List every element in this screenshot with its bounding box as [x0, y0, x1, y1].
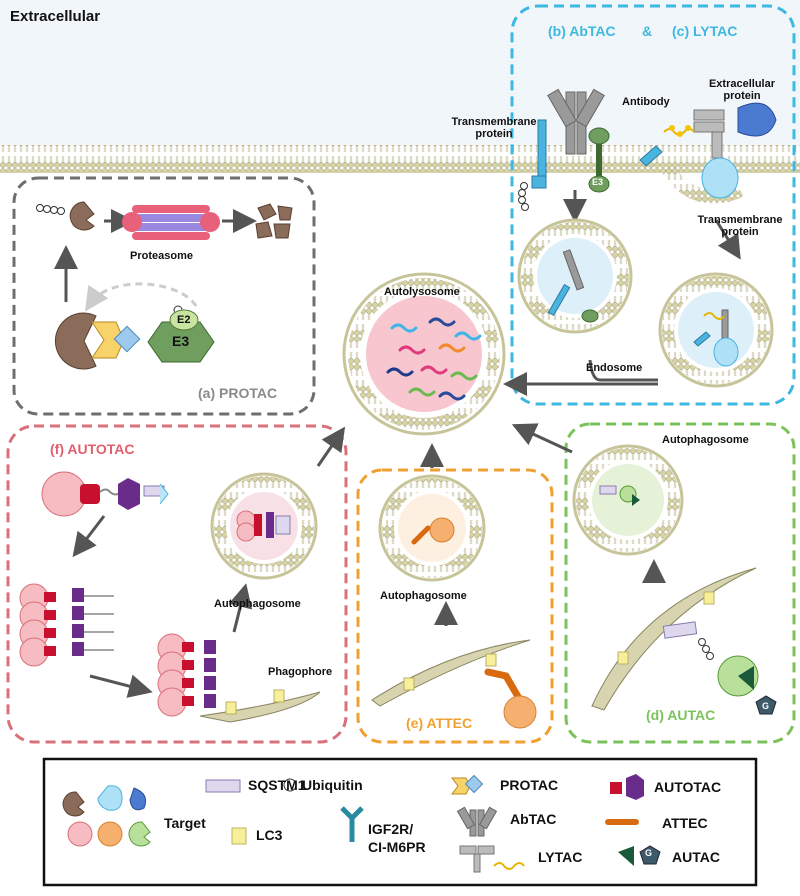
attec-title: (e) ATTEC	[406, 715, 473, 731]
legend-sqstm1: SQSTM1	[248, 777, 306, 793]
autac-title: (d) AUTAC	[646, 707, 716, 723]
autophagosome-attec	[378, 474, 486, 582]
extracellular-region	[0, 0, 800, 145]
phagophore-autac	[591, 567, 757, 711]
endosome-label: Endosome	[586, 362, 643, 374]
legend-ci-m6pr: CI-M6PR	[368, 839, 426, 855]
autophagosome-autotac	[210, 472, 318, 580]
guanine-tag-icon	[755, 695, 777, 715]
peptide-fragments-icon	[255, 203, 293, 239]
e2-icon	[169, 309, 199, 331]
legend-lytac: LYTAC	[538, 849, 583, 865]
e3-ligase-icon	[147, 321, 215, 363]
autolysosome-label: Autolysosome	[384, 286, 460, 298]
e3-label: E3	[172, 333, 190, 349]
attec-panel-border	[356, 468, 554, 744]
ubiquitin-chain-abtac	[518, 182, 529, 211]
autotac-panel-border	[6, 424, 348, 744]
legend-igf2r: IGF2R/	[368, 821, 414, 837]
transmembrane-protein-right	[701, 157, 739, 199]
antibody-label: Antibody	[622, 96, 670, 108]
legend-attec: ATTEC	[662, 815, 708, 831]
ubiquitin-chain-autac	[698, 638, 714, 660]
abtac-title: (b) AbTAC	[548, 23, 616, 39]
autotac-autophagosome-label: Autophagosome	[214, 598, 301, 610]
attec-autophagosome-label: Autophagosome	[380, 590, 467, 602]
phagophore-label: Phagophore	[268, 666, 333, 678]
ubiquitin-chain	[36, 204, 65, 215]
autotac-oligomer-2	[157, 633, 187, 717]
lytac-icon	[663, 109, 725, 159]
legend-autac: AUTAC	[672, 849, 720, 865]
phagophore-attec	[371, 639, 531, 707]
igf2r-receptor-icon	[639, 145, 663, 167]
target-protein-brown	[69, 201, 95, 231]
legend-icons	[62, 774, 661, 873]
autac-autophagosome-label: Autophagosome	[662, 434, 749, 446]
endosome-right	[658, 272, 774, 388]
autolysosome	[342, 272, 506, 436]
protac-content	[36, 201, 293, 370]
abtac-e3-label: E3	[592, 177, 604, 187]
legend-protac: PROTAC	[500, 777, 559, 793]
autotac-linker-icon	[118, 478, 140, 510]
autotac-content	[19, 426, 346, 723]
legend-abtac: AbTAC	[510, 811, 557, 827]
phagophore-autotac	[199, 691, 321, 723]
legend-lc3: LC3	[256, 827, 283, 843]
legend-target: Target	[164, 815, 206, 831]
autac-g-label: G	[762, 701, 770, 711]
protac-panel-border	[12, 176, 316, 416]
extracellular-protein-label: Extracellular protein	[708, 78, 776, 103]
amp-label: &	[642, 23, 653, 39]
autotac-oligomer	[19, 583, 49, 667]
autotac-title: (f) AUTOTAC	[50, 441, 135, 457]
e2-label: E2	[177, 314, 191, 326]
attec-content	[371, 443, 537, 729]
antibody-abtac-icon	[547, 88, 605, 155]
autotac-target-binder-icon	[80, 484, 100, 504]
extracellular-protein-icon	[737, 102, 777, 137]
legend-ubiquitin: Ubiquitin	[302, 777, 363, 793]
endosome-left	[517, 218, 633, 334]
proteasome-label: Proteasome	[130, 250, 193, 262]
plasma-membrane	[0, 145, 800, 173]
transmembrane-protein-right-label: Transmembrane protein	[697, 214, 783, 239]
proteasome-icon	[122, 205, 220, 240]
abtac-lytac-panel-border	[510, 4, 796, 406]
legend-autotac: AUTOTAC	[654, 779, 722, 795]
target-protein-pink	[41, 471, 87, 517]
target-protein-large	[54, 312, 97, 370]
extracellular-label: Extracellular	[10, 8, 101, 25]
autophagosome-autac	[572, 444, 684, 556]
protac-title: (a) PROTAC	[198, 385, 278, 401]
autac-content	[511, 423, 777, 715]
protac-warhead-icon	[91, 321, 125, 359]
transmembrane-protein-left-label: Transmembrane protein	[451, 116, 537, 141]
legend-g: G	[645, 848, 653, 858]
attec-target-icon	[503, 695, 537, 729]
lytac-title: (c) LYTAC	[672, 23, 738, 39]
abtac-lytac-content	[503, 88, 777, 396]
protac-ligand-icon	[113, 325, 141, 353]
autac-panel-border	[564, 422, 796, 744]
